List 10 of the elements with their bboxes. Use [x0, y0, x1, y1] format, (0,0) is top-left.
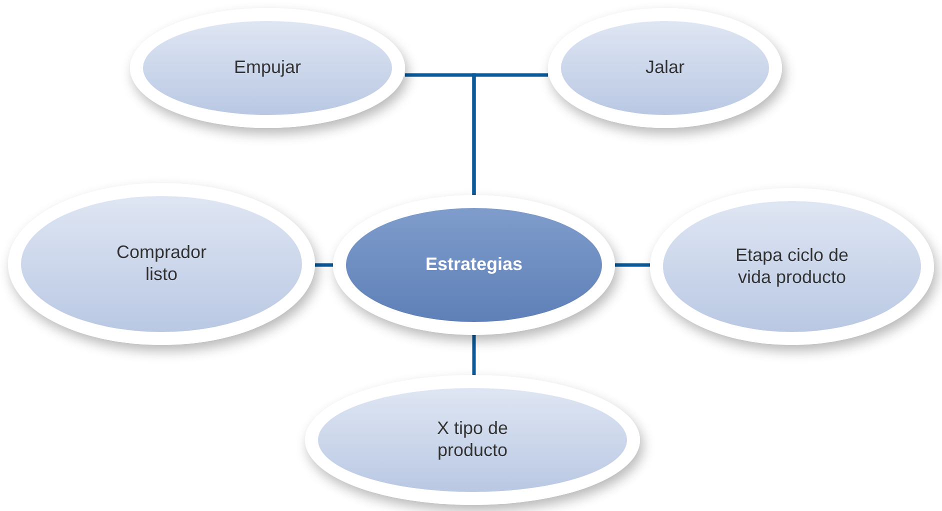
connector-line	[315, 263, 333, 267]
connector-line	[615, 263, 650, 267]
node-label: Etapa ciclo de vida producto	[734, 244, 850, 288]
node-label: Empujar	[234, 57, 302, 79]
node-label: X tipo de producto	[436, 418, 510, 462]
connector-line	[472, 73, 548, 195]
node-label: Estrategias	[425, 254, 523, 276]
node-label: Comprador listo	[115, 242, 208, 286]
node-label: Jalar	[645, 57, 684, 79]
connector-line	[472, 335, 476, 375]
